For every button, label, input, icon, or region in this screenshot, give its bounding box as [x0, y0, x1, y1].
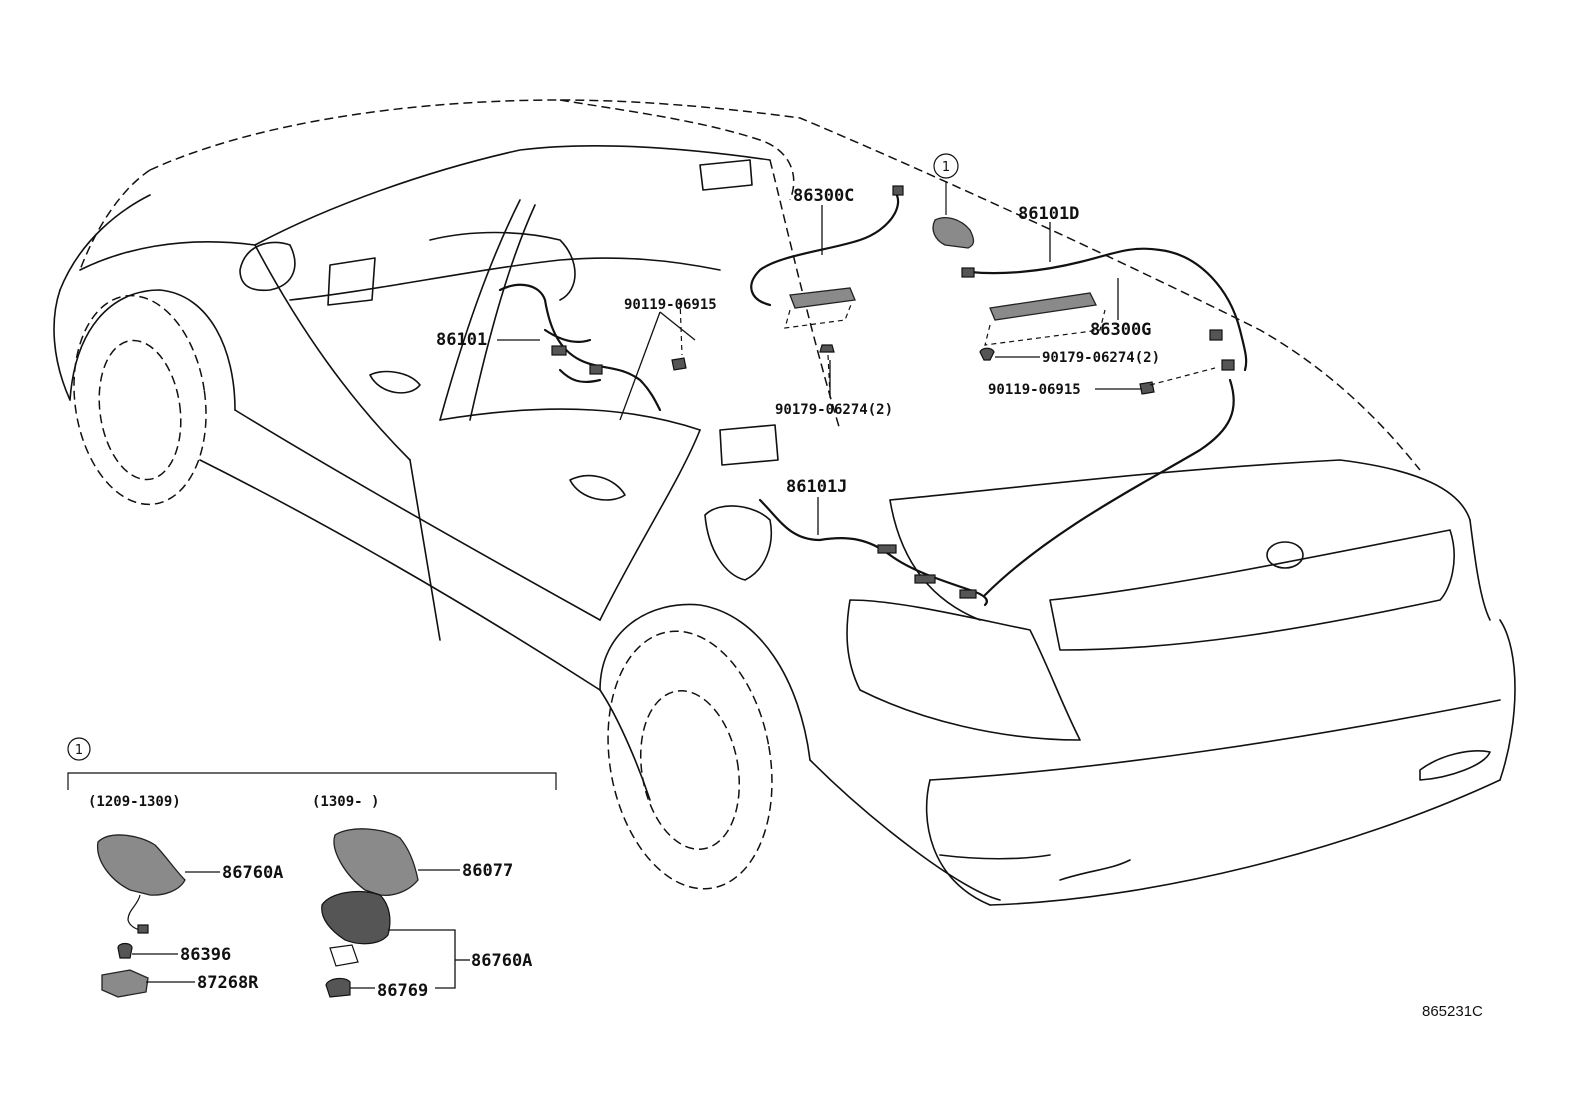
part-label-86300C: 86300C — [793, 186, 854, 206]
part-label-86769: 86769 — [377, 981, 428, 1001]
antenna-base-icon — [321, 890, 391, 945]
part-label-87268R: 87268R — [197, 973, 259, 993]
part-label-86300G: 86300G — [1090, 320, 1151, 340]
shark-fin-antenna-icon — [96, 834, 186, 896]
clip-icon — [671, 344, 1155, 395]
nut-icon — [117, 942, 133, 959]
connector-icon — [325, 977, 351, 998]
part-label-90179-06274-b: 90179-06274(2) — [775, 402, 893, 418]
callout-marker: 1 — [942, 160, 950, 175]
part-label-90179-06274-a: 90179-06274(2) — [1042, 350, 1160, 366]
part-label-86396: 86396 — [180, 945, 231, 965]
car-outline — [53, 99, 1516, 906]
inset-panel: 1 (1209-1309) (1309- ) 86760A 86396 8726… — [67, 737, 557, 1001]
inset-range-new: (1309- ) — [312, 794, 379, 810]
part-label-86101: 86101 — [436, 330, 487, 350]
harness-86101J — [758, 498, 988, 607]
harness-86101 — [498, 283, 662, 412]
part-label-86760A-old: 86760A — [222, 863, 283, 883]
roof-antenna-icon — [932, 217, 975, 249]
antenna-86300C — [750, 185, 904, 309]
harness-86101D — [961, 247, 1248, 597]
inset-range-old: (1209-1309) — [88, 794, 181, 810]
antenna-cover-icon — [333, 828, 419, 896]
bracket-icon — [101, 969, 149, 998]
part-label-86077: 86077 — [462, 861, 513, 881]
antenna-86300G — [989, 292, 1097, 321]
part-label-90119-06915-b: 90119-06915 — [988, 382, 1081, 398]
part-label-86760A-new: 86760A — [471, 951, 532, 971]
part-label-90119-06915-a: 90119-06915 — [624, 297, 717, 313]
diagram-reference: 865231C — [1422, 1003, 1483, 1020]
leader-lines — [497, 205, 1142, 535]
part-label-86101J: 86101J — [786, 477, 847, 497]
part-label-86101D: 86101D — [1018, 204, 1079, 224]
inset-marker: 1 — [75, 743, 83, 758]
